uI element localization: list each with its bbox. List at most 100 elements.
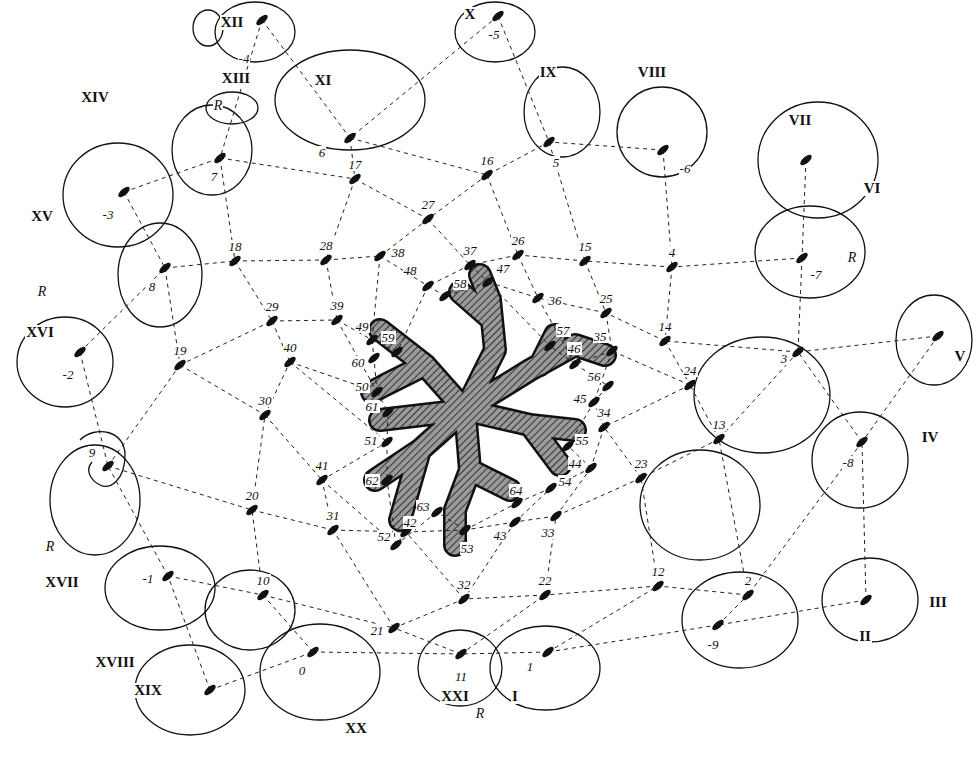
dashed-line bbox=[322, 480, 333, 530]
callout-number: 55 bbox=[575, 434, 590, 447]
callout-number: 58 bbox=[453, 277, 468, 290]
dashed-line bbox=[380, 256, 428, 286]
callout-number: -9 bbox=[707, 638, 720, 651]
callout-number: 15 bbox=[578, 240, 593, 253]
dashed-line bbox=[406, 532, 464, 599]
dashed-line bbox=[374, 358, 377, 392]
callout-number: 38 bbox=[391, 246, 406, 259]
vascular-bundle bbox=[373, 249, 388, 263]
outline-shape bbox=[694, 337, 830, 453]
callout-number: 8 bbox=[148, 280, 157, 293]
vascular-bundle bbox=[578, 254, 593, 268]
leaf-number: VIII bbox=[637, 65, 667, 80]
vascular-bundle bbox=[319, 253, 334, 267]
vascular-bundle bbox=[438, 289, 453, 303]
outline-shape bbox=[372, 275, 605, 545]
vascular-bundle bbox=[365, 333, 380, 347]
dashed-line bbox=[168, 576, 263, 595]
dashed-line bbox=[326, 256, 380, 260]
callout-number: 52 bbox=[377, 530, 392, 543]
leaf-number: IV bbox=[921, 430, 940, 445]
callout-number: 46 bbox=[567, 342, 582, 355]
dashed-line bbox=[488, 282, 550, 346]
vascular-bundle bbox=[265, 314, 280, 328]
vascular-bundle bbox=[561, 439, 576, 453]
dashed-line bbox=[262, 20, 350, 138]
callout-number: 49 bbox=[355, 320, 370, 333]
vascular-bundle bbox=[712, 432, 727, 446]
vascular-bundle bbox=[480, 168, 495, 182]
vascular-bundle bbox=[380, 435, 395, 449]
callout-number: 44 bbox=[568, 457, 583, 470]
vascular-bundle bbox=[931, 329, 946, 343]
vascular-bundle bbox=[315, 473, 330, 487]
callout-number: 27 bbox=[421, 198, 436, 211]
callout-number: 54 bbox=[558, 475, 573, 488]
dashed-line bbox=[487, 142, 549, 175]
vascular-bundle bbox=[741, 588, 756, 602]
vascular-bundle bbox=[542, 135, 557, 149]
dashed-line bbox=[718, 600, 866, 625]
dashed-line bbox=[585, 261, 606, 313]
vascular-bundle bbox=[454, 647, 469, 661]
dashed-line bbox=[355, 179, 428, 219]
callout-number: 47 bbox=[496, 262, 511, 275]
callout-number: 20 bbox=[245, 489, 260, 502]
callout-number: 41 bbox=[315, 459, 330, 472]
leaf-number: XVII bbox=[44, 575, 79, 590]
callout-number: 31 bbox=[326, 509, 341, 522]
outline-shape bbox=[372, 275, 605, 545]
outline-shape bbox=[682, 572, 798, 668]
callout-number: -2 bbox=[62, 368, 75, 381]
vascular-bundle bbox=[161, 569, 176, 583]
dashed-line bbox=[748, 442, 862, 595]
dashed-line bbox=[406, 530, 465, 532]
dashed-line bbox=[465, 503, 517, 530]
vascular-bundle bbox=[651, 579, 666, 593]
vascular-bundle bbox=[330, 313, 345, 327]
dashed-line bbox=[387, 412, 388, 442]
part-label: R bbox=[475, 707, 486, 721]
vascular-bundle bbox=[656, 143, 671, 157]
callout-number: -3 bbox=[102, 208, 115, 221]
leaf-number: XVIII bbox=[94, 655, 135, 670]
vascular-bundle bbox=[326, 523, 341, 537]
callout-number: 32 bbox=[457, 578, 472, 591]
leaf-number: XI bbox=[314, 73, 333, 88]
outline-shape bbox=[205, 570, 295, 650]
vascular-bundle bbox=[549, 509, 564, 523]
vascular-bundle bbox=[491, 9, 506, 23]
callout-number: 19 bbox=[173, 344, 188, 357]
vascular-bundle bbox=[605, 344, 620, 358]
dashed-line bbox=[862, 442, 866, 600]
vascular-bundle bbox=[795, 251, 810, 265]
callout-number: 16 bbox=[480, 154, 495, 167]
callout-number: 39 bbox=[330, 299, 345, 312]
leaf-number: X bbox=[464, 7, 477, 22]
dashed-line bbox=[658, 586, 748, 595]
callout-number: 61 bbox=[365, 400, 380, 413]
dashed-line bbox=[545, 586, 658, 595]
vascular-bundle bbox=[421, 212, 436, 226]
callout-number: 6 bbox=[318, 146, 327, 159]
dashed-line bbox=[210, 652, 313, 690]
vascular-bundle bbox=[306, 645, 321, 659]
callout-number: 40 bbox=[283, 341, 298, 354]
dashed-line bbox=[397, 286, 428, 352]
vascular-bundle bbox=[283, 355, 298, 369]
callout-number: 28 bbox=[319, 239, 334, 252]
leaf-number: XV bbox=[30, 209, 54, 224]
dashed-line bbox=[220, 158, 355, 179]
dashed-line bbox=[80, 268, 165, 352]
callout-number: 4 bbox=[668, 246, 677, 259]
dashed-line bbox=[235, 260, 326, 261]
leaf-number: XIII bbox=[221, 71, 251, 86]
dashed-line bbox=[265, 415, 322, 480]
leaf-number: VII bbox=[788, 113, 813, 128]
vascular-bundle bbox=[213, 151, 228, 165]
dashed-line bbox=[437, 512, 465, 530]
callout-number: -6 bbox=[679, 162, 692, 175]
